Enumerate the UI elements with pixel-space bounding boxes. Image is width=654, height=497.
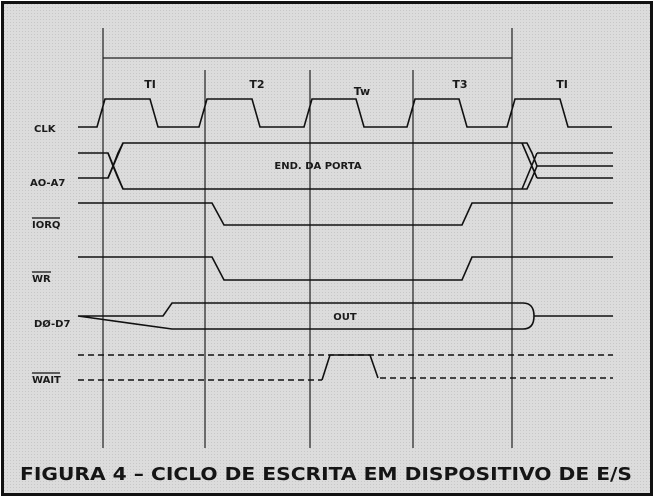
clk-label: CLK <box>34 124 57 135</box>
time-grid <box>102 28 513 448</box>
clk-waveform <box>78 98 612 128</box>
addr-label: AO-A7 <box>30 178 65 189</box>
wait-label: WAIT <box>32 375 61 386</box>
data-bus-label: OUT <box>333 312 357 323</box>
iorq-waveform <box>78 202 613 226</box>
period-label: TI <box>556 78 568 91</box>
period-labels: TI T2 Tw T3 TI <box>144 78 568 98</box>
data-bus-waveform <box>77 302 613 330</box>
figure-caption: FIGURA 4 – CICLO DE ESCRITA EM DISPOSITI… <box>20 465 632 485</box>
period-label: TI <box>144 78 156 91</box>
wr-label: WR <box>32 274 51 285</box>
period-label: T3 <box>452 78 467 91</box>
addr-bus-crossing <box>107 142 538 190</box>
iorq-label: IORQ <box>32 220 60 231</box>
data-label: DØ-D7 <box>34 318 70 330</box>
wr-waveform <box>78 256 613 281</box>
signal-labels: CLK AO-A7 IORQ WR DØ-D7 WAIT <box>30 124 70 386</box>
addr-bus-label: END. DA PORTA <box>274 161 361 172</box>
period-label: T2 <box>249 78 264 91</box>
wait-pulse <box>321 354 379 381</box>
period-label: Tw <box>354 85 370 98</box>
